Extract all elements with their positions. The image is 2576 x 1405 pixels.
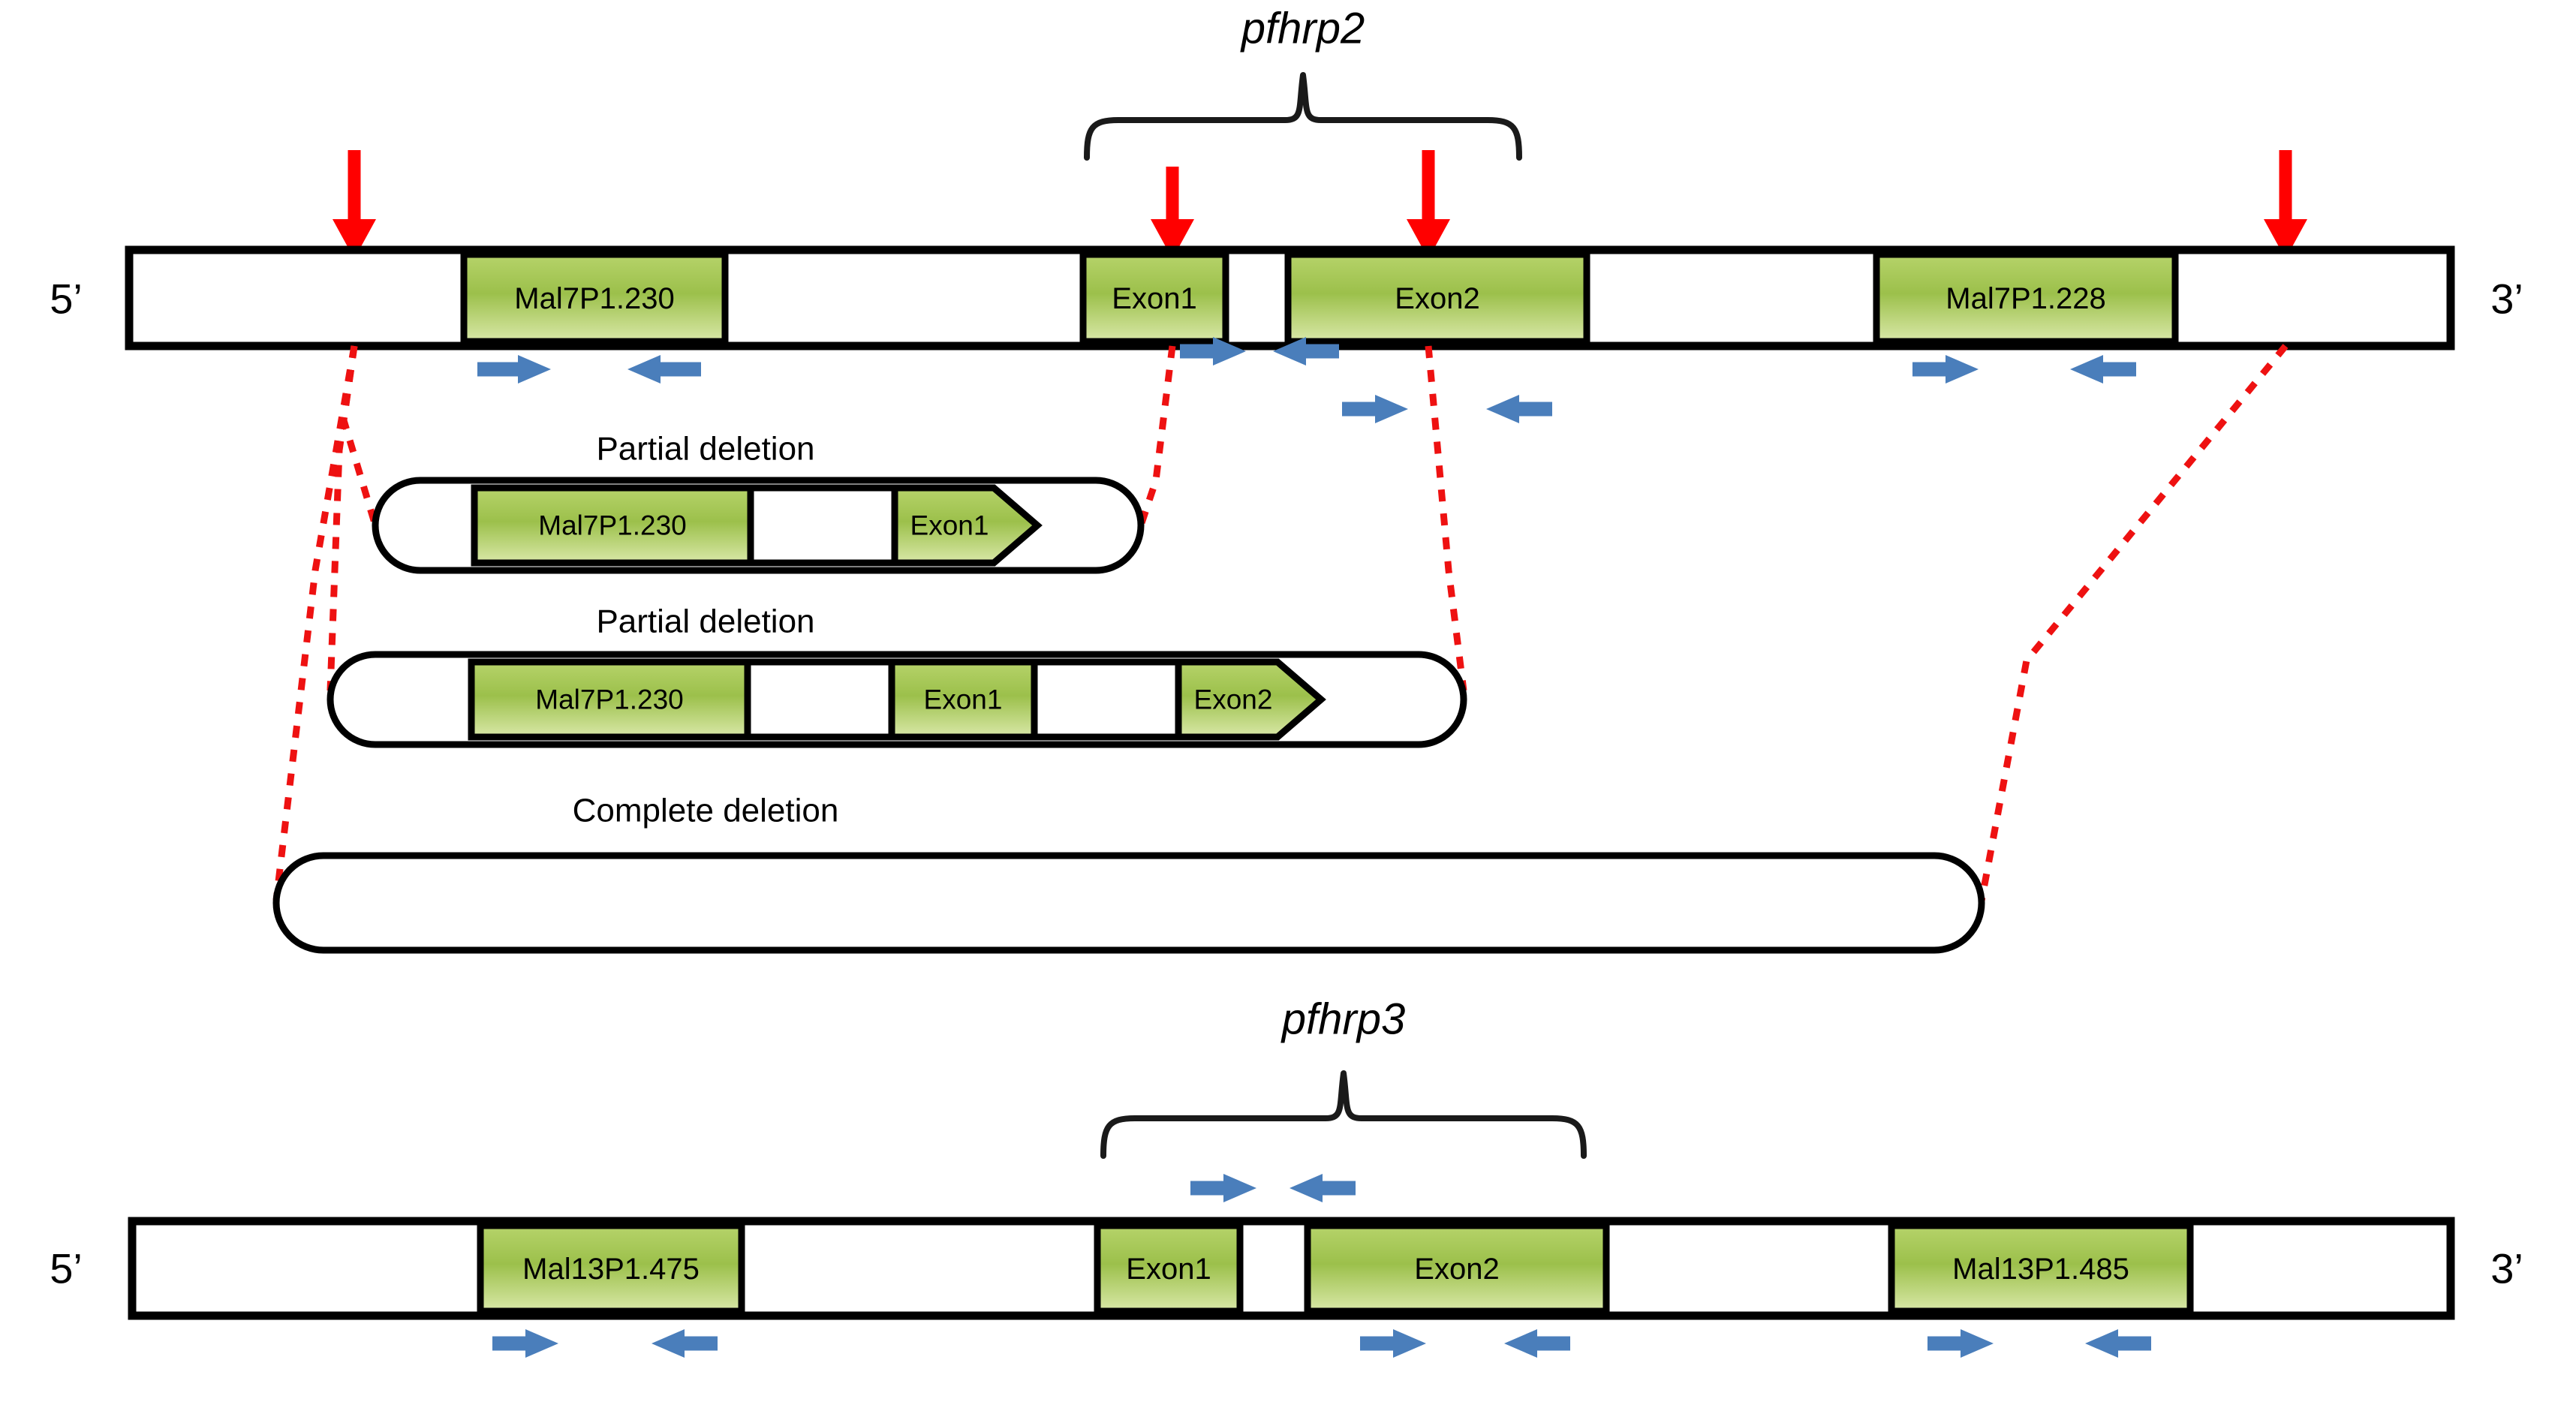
del1-feature-exon1	[891, 484, 1043, 567]
five-prime-label-top: 5’	[50, 275, 83, 323]
segment-dividers-top	[721, 250, 2179, 346]
del1-label-mal7p1-230: Mal7P1.230	[538, 510, 686, 541]
primer-reverse-3	[1486, 395, 1552, 423]
del1-feature-mal7p1-230	[471, 484, 754, 567]
primer-reverse-b4	[2085, 1329, 2151, 1358]
primer-forward-b1	[1190, 1174, 1256, 1202]
primer-forward-3	[1342, 395, 1408, 423]
feature-label-mal13p1-475: Mal13P1.475	[522, 1253, 700, 1286]
feature-label-exon2-bottom: Exon2	[1414, 1253, 1499, 1286]
gene-features-top: Mal7P1.230 Exon1 Exon2 Mal7P1.228	[460, 251, 2179, 345]
feature-label-exon1-top: Exon1	[1112, 282, 1196, 315]
segment-dividers-bottom	[738, 1221, 2194, 1316]
del2-feature-exon1	[888, 658, 1038, 741]
feature-mal13p1-475	[477, 1222, 745, 1315]
deletion-label-partial-1: Partial deletion	[596, 431, 814, 468]
primer-forward-4	[1912, 355, 1979, 384]
feature-label-exon1-bottom: Exon1	[1126, 1253, 1211, 1286]
primer-forward-b4	[1927, 1329, 1994, 1358]
primer-forward-1	[477, 355, 551, 384]
three-prime-label-bottom: 3’	[2490, 1245, 2523, 1292]
feature-label-mal7p1-228: Mal7P1.228	[1946, 282, 2105, 315]
five-prime-label-bottom: 5’	[50, 1245, 83, 1292]
primer-reverse-b1	[1290, 1174, 1356, 1202]
brace-pfhrp3	[1100, 1070, 1587, 1159]
gene-features-bottom: Mal13P1.475 Exon1 Exon2 Mal13P1.485	[477, 1222, 2194, 1315]
feature-label-mal13p1-485: Mal13P1.485	[1952, 1253, 2129, 1286]
primer-arrows-bottom-upper	[1190, 1174, 1356, 1202]
deletion-connector-lines	[272, 344, 2289, 901]
deletion-label-partial-2: Partial deletion	[596, 603, 814, 640]
deletion-shape-partial-1: Mal7P1.230 Exon1	[372, 477, 1145, 574]
del1-label-exon1: Exon1	[910, 510, 989, 541]
primer-forward-b3	[1360, 1329, 1426, 1358]
feature-label-exon2-top: Exon2	[1395, 282, 1479, 315]
deletion-label-complete: Complete deletion	[573, 793, 839, 829]
del2-label-mal7p1-230: Mal7P1.230	[535, 684, 683, 715]
del2-label-exon1: Exon1	[924, 684, 1003, 715]
breakpoint-arrows-top	[333, 150, 2307, 259]
three-prime-label-top: 3’	[2490, 275, 2523, 323]
del2-feature-mal7p1-230	[468, 658, 751, 741]
feature-label-mal7p1-230: Mal7P1.230	[514, 282, 674, 315]
primer-reverse-2	[1273, 337, 1339, 366]
primer-arrows-bottom-lower	[492, 1329, 2151, 1358]
gene-label-pfhrp2: pfhrp2	[1240, 5, 1365, 53]
del2-label-exon2: Exon2	[1194, 684, 1273, 715]
primer-reverse-1	[627, 355, 701, 384]
primer-arrows-top	[477, 337, 2136, 423]
primer-reverse-b2	[652, 1329, 718, 1358]
deletion-shape-complete	[272, 852, 1985, 954]
brace-pfhrp2	[1084, 72, 1522, 161]
primer-reverse-b3	[1504, 1329, 1570, 1358]
deletion-shape-partial-2: Mal7P1.230 Exon1 Exon2	[327, 651, 1467, 748]
del2-feature-exon2	[1175, 658, 1326, 741]
gene-label-pfhrp3: pfhrp3	[1280, 995, 1405, 1044]
primer-forward-2	[1180, 337, 1246, 366]
primer-reverse-4	[2070, 355, 2136, 384]
feature-mal7p1-230	[460, 251, 729, 345]
primer-forward-b2	[492, 1329, 558, 1358]
feature-mal13p1-485	[1888, 1222, 2194, 1315]
